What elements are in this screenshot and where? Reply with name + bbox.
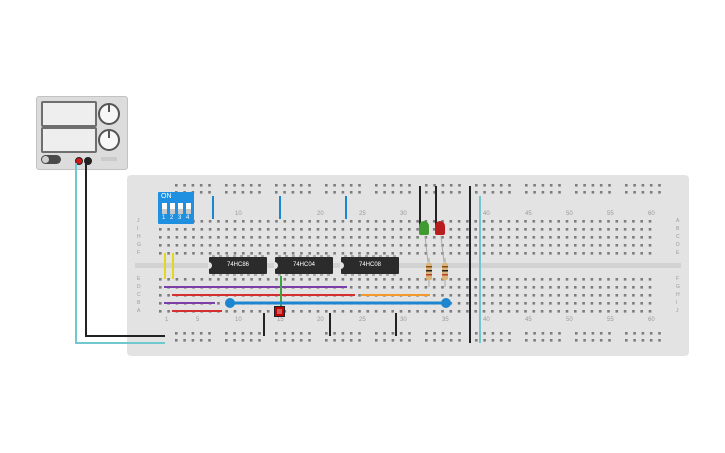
column-label: 20	[317, 211, 324, 217]
column-label: 55	[607, 211, 614, 217]
current-knob-icon[interactable]	[98, 129, 120, 151]
row-label: A	[676, 218, 680, 224]
ic-74hc04[interactable]: 74HC04	[274, 255, 333, 276]
column-label: 25	[359, 211, 366, 217]
ic-74hc08[interactable]: 74HC08	[340, 255, 399, 276]
psu-model-plate	[101, 157, 117, 161]
row-label: D	[137, 284, 141, 290]
ic-label: 74HC08	[358, 262, 381, 268]
dip-toggle-4[interactable]	[186, 203, 191, 214]
row-label: H	[676, 292, 680, 298]
row-label: J	[137, 218, 140, 224]
voltage-knob-icon[interactable]	[98, 103, 120, 125]
ic-74hc86[interactable]: 74HC86	[208, 255, 267, 276]
column-label: 30	[400, 211, 407, 217]
blue-wire-end[interactable]	[225, 298, 235, 308]
dip-number: 4	[186, 215, 190, 221]
row-label: C	[137, 292, 141, 298]
column-label: 40	[483, 317, 490, 323]
voltage-display	[41, 101, 97, 127]
row-label: B	[137, 300, 141, 306]
resistor[interactable]	[426, 258, 432, 287]
current-display	[41, 127, 97, 153]
ic-label: 74HC86	[226, 262, 249, 268]
dip-number: 1	[162, 215, 166, 221]
row-label: G	[676, 284, 680, 290]
dip-toggle-1[interactable]	[162, 203, 167, 214]
row-label: I	[676, 300, 678, 306]
row-label: C	[676, 234, 680, 240]
column-label: 50	[566, 317, 573, 323]
column-label: 30	[400, 317, 407, 323]
power-supply[interactable]	[36, 96, 128, 170]
column-label: 10	[235, 317, 242, 323]
ic-label: 74HC04	[292, 262, 315, 268]
row-label: H	[137, 234, 141, 240]
led-leg	[424, 235, 429, 263]
column-label: 50	[566, 211, 573, 217]
column-label: 15	[277, 317, 284, 323]
column-label: 60	[648, 317, 655, 323]
row-label: B	[676, 226, 680, 232]
column-label: 55	[607, 317, 614, 323]
push-button[interactable]	[274, 306, 285, 317]
power-switch-icon[interactable]	[41, 155, 61, 164]
row-label: D	[676, 242, 680, 248]
column-label: 10	[235, 211, 242, 217]
column-label: 1	[165, 317, 169, 323]
row-label: G	[137, 242, 141, 248]
positive-terminal[interactable]	[75, 157, 83, 165]
column-label: 60	[648, 211, 655, 217]
row-label: F	[676, 276, 680, 282]
blue-wire-end[interactable]	[441, 298, 451, 308]
negative-terminal[interactable]	[84, 157, 92, 165]
row-label: F	[137, 250, 141, 256]
column-label: 20	[317, 317, 324, 323]
column-label: 45	[525, 211, 532, 217]
column-label: 35	[442, 317, 449, 323]
row-label: J	[676, 308, 679, 314]
dip-number: 3	[178, 215, 182, 221]
red-led[interactable]	[435, 221, 445, 235]
dip-number: 2	[170, 215, 174, 221]
dip-switch[interactable]: ON 1 2 3 4	[158, 192, 194, 224]
dip-toggle-3[interactable]	[178, 203, 183, 214]
led-leg	[440, 235, 445, 263]
resistor[interactable]	[442, 258, 448, 287]
green-led[interactable]	[419, 221, 429, 235]
column-label: 40	[483, 211, 490, 217]
black-ground-wire[interactable]	[85, 163, 165, 337]
row-label: I	[137, 226, 139, 232]
dip-toggle-2[interactable]	[170, 203, 175, 214]
column-label: 45	[525, 317, 532, 323]
column-label: 25	[359, 317, 366, 323]
row-label: E	[137, 276, 141, 282]
row-label: A	[137, 308, 141, 314]
cyan-power-wire[interactable]	[75, 163, 165, 344]
row-label: E	[676, 250, 680, 256]
column-label: 5	[196, 317, 200, 323]
dip-on-label: ON	[161, 193, 172, 200]
